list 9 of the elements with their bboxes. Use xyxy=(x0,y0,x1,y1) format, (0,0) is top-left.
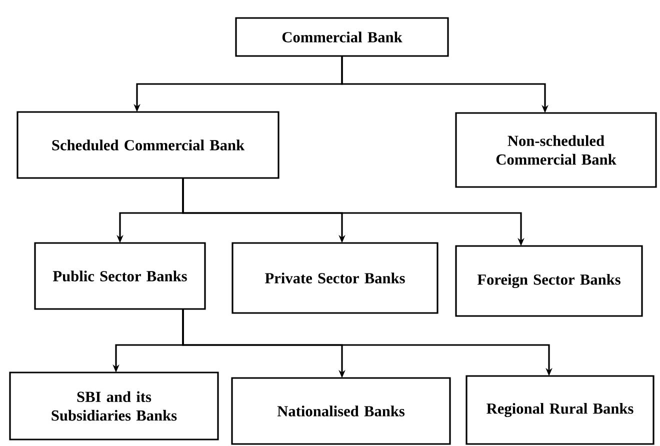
bank-box: Regional Rural Banks xyxy=(466,375,654,445)
bank-box: Public Sector Banks xyxy=(34,242,206,310)
bank-box: Foreign Sector Banks xyxy=(455,245,643,317)
bank-box: Commercial Bank xyxy=(235,17,449,57)
bank-box: SBI and its Subsidiaries Banks xyxy=(9,372,219,440)
bank-box: Private Sector Banks xyxy=(232,242,438,314)
bank-box: Nationalised Banks xyxy=(231,377,451,445)
bank-box: Scheduled Commercial Bank xyxy=(16,111,280,179)
bank-box: Non-scheduled Commercial Bank xyxy=(455,112,657,188)
